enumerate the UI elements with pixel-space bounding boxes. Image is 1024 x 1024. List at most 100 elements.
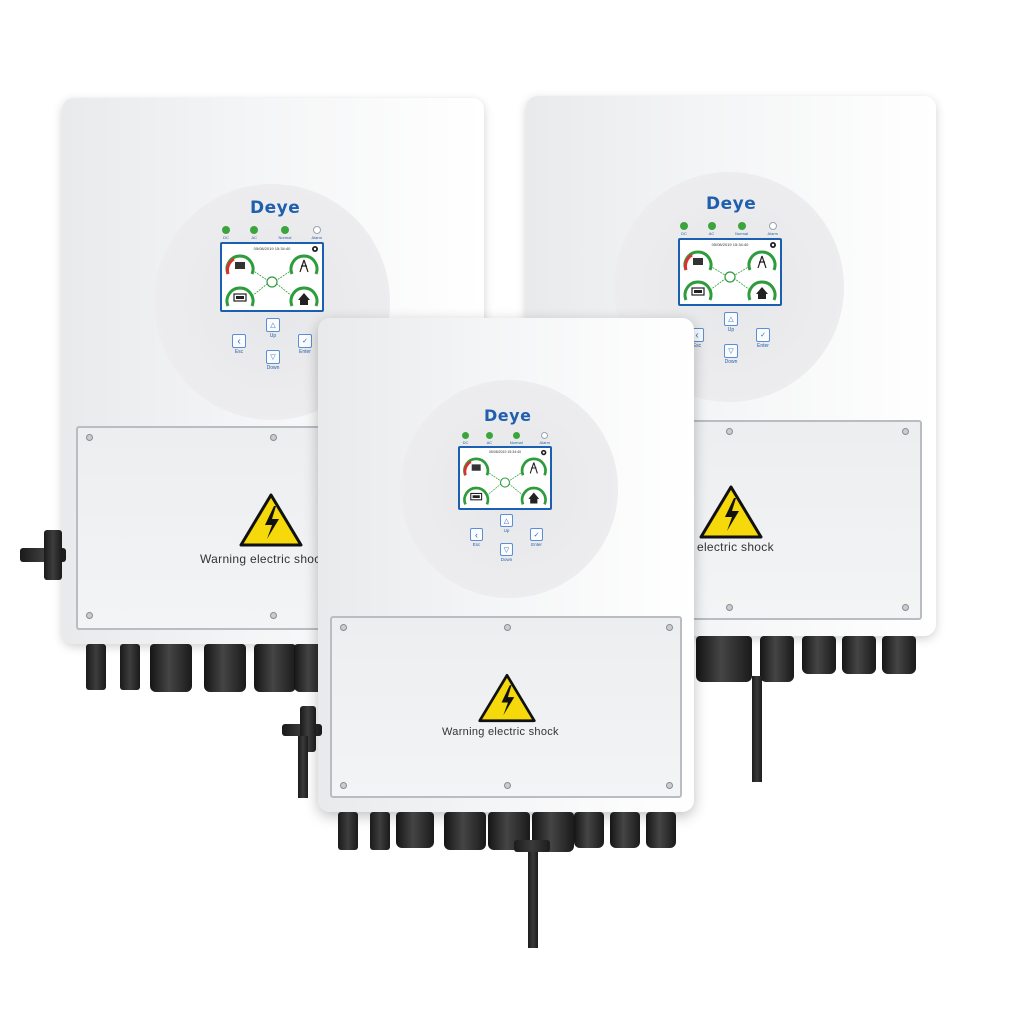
inverter-hub-icon: [251, 269, 293, 297]
energy-flow-graphic: [463, 449, 547, 505]
arrow-up-icon: △: [503, 517, 510, 525]
esc-label: Esc: [234, 349, 244, 355]
ac-cable: [514, 840, 550, 852]
cover-screw: [666, 782, 673, 789]
up-button[interactable]: △: [266, 318, 280, 332]
brand-logo: Deye: [250, 198, 301, 218]
enter-label: Enter: [531, 542, 542, 547]
battery-gauge-icon: [683, 280, 713, 301]
down-label: Down: [500, 557, 513, 562]
screen-timestamp: 05/08/2019 15:34:40: [253, 246, 291, 251]
led-dc: DC: [462, 432, 469, 445]
arrow-up-icon: △: [270, 322, 276, 329]
dc-connector: [338, 812, 358, 850]
arrow-down-icon: ▽: [728, 348, 734, 355]
up-label: Up: [269, 333, 277, 339]
gear-icon: [312, 246, 318, 252]
cover-screw: [726, 428, 733, 435]
home-gauge-icon: [520, 486, 547, 505]
esc-button[interactable]: ‹: [232, 334, 246, 348]
cable-gland: [696, 636, 752, 682]
enter-label: Enter: [299, 349, 311, 355]
inverter-front: Deye DC AC Normal Alarm 05/08/2019 15:34…: [318, 318, 694, 950]
dc-connector: [86, 644, 106, 690]
cover-screw: [902, 428, 909, 435]
cable-gland: [254, 644, 296, 692]
grid-gauge-icon: [520, 457, 547, 476]
cover-screw: [902, 604, 909, 611]
cable-gland: [610, 812, 640, 848]
brand-logo: Deye: [706, 194, 757, 214]
inverter-hub-icon: [709, 265, 751, 291]
energy-flow-graphic: [683, 242, 777, 301]
cable-gland: [574, 812, 604, 848]
arrow-up-icon: △: [728, 316, 734, 323]
cable-gland: [150, 644, 192, 692]
ac-cable: [752, 676, 762, 782]
cover-screw: [340, 624, 347, 631]
led-normal: Normal: [735, 222, 748, 236]
dc-cable: [298, 736, 308, 798]
esc-button[interactable]: ‹: [470, 528, 483, 541]
cable-gland: [760, 636, 794, 682]
cover-screw: [270, 612, 277, 619]
ac-cable: [528, 848, 538, 948]
down-label: Down: [724, 359, 738, 365]
dc-connector: [120, 644, 140, 690]
enter-icon: ✓: [760, 332, 766, 339]
screen-timestamp: 05/08/2019 15:34:40: [488, 450, 522, 454]
enter-button[interactable]: ✓: [756, 328, 770, 342]
home-gauge-icon: [289, 286, 319, 307]
warning-triangle-icon: [478, 673, 536, 723]
cover-screw: [340, 782, 347, 789]
grid-gauge-icon: [747, 250, 777, 271]
dc-connector: [370, 812, 390, 850]
inverter-back-right: Deye DC AC Normal Alarm 05/08/2019 15:34…: [526, 96, 936, 784]
energy-flow-graphic: [225, 246, 319, 307]
led-alarm: Alarm: [312, 226, 322, 240]
down-button[interactable]: ▽: [724, 344, 738, 358]
led-ac: AC: [707, 222, 716, 236]
home-gauge-icon: [747, 280, 777, 301]
warning-triangle-icon: [239, 493, 303, 547]
cable-gland: [842, 636, 876, 674]
up-label: Up: [727, 327, 735, 333]
led-alarm: Alarm: [768, 222, 778, 236]
brand-logo: Deye: [484, 406, 532, 425]
cover-screw: [86, 612, 93, 619]
status-indicators: DC AC Normal Alarm: [462, 432, 550, 445]
down-label: Down: [266, 365, 280, 371]
cover-screw: [726, 604, 733, 611]
cable-gland: [444, 812, 486, 850]
led-normal: Normal: [510, 432, 523, 445]
down-button[interactable]: ▽: [500, 543, 513, 556]
led-dc: DC: [680, 222, 688, 236]
cable-gland: [204, 644, 246, 692]
arrow-left-icon: ‹: [695, 329, 699, 341]
cover-screw: [666, 624, 673, 631]
up-button[interactable]: △: [724, 312, 738, 326]
warning-triangle-icon: [699, 485, 763, 539]
keypad: ‹ Esc △ Up ▽ Down ✓ Enter: [466, 514, 550, 566]
cable-gland: [646, 812, 676, 848]
grid-gauge-icon: [289, 254, 319, 275]
arrow-down-icon: ▽: [270, 354, 276, 361]
up-label: Up: [503, 528, 510, 533]
keypad: ‹ Esc △ Up ▽ Down ✓ Enter: [228, 318, 318, 374]
status-indicators: DC AC Normal Alarm: [222, 226, 322, 240]
esc-label: Esc: [692, 343, 702, 349]
cover-screw: [270, 434, 277, 441]
cover-screw: [86, 434, 93, 441]
arrow-left-icon: ‹: [475, 529, 478, 540]
pv-gauge-icon: [463, 457, 490, 476]
lcd-screen: 05/08/2019 15:34:40: [678, 238, 782, 306]
warning-text: Warning electric shock: [442, 726, 559, 738]
up-button[interactable]: △: [500, 514, 513, 527]
enter-button[interactable]: ✓: [298, 334, 312, 348]
gear-icon: [770, 242, 776, 248]
terminal-cover: Warning electric shock: [330, 616, 682, 798]
led-normal: Normal: [278, 226, 291, 240]
down-button[interactable]: ▽: [266, 350, 280, 364]
enter-button[interactable]: ✓: [530, 528, 543, 541]
terminal-cover: [690, 420, 922, 620]
